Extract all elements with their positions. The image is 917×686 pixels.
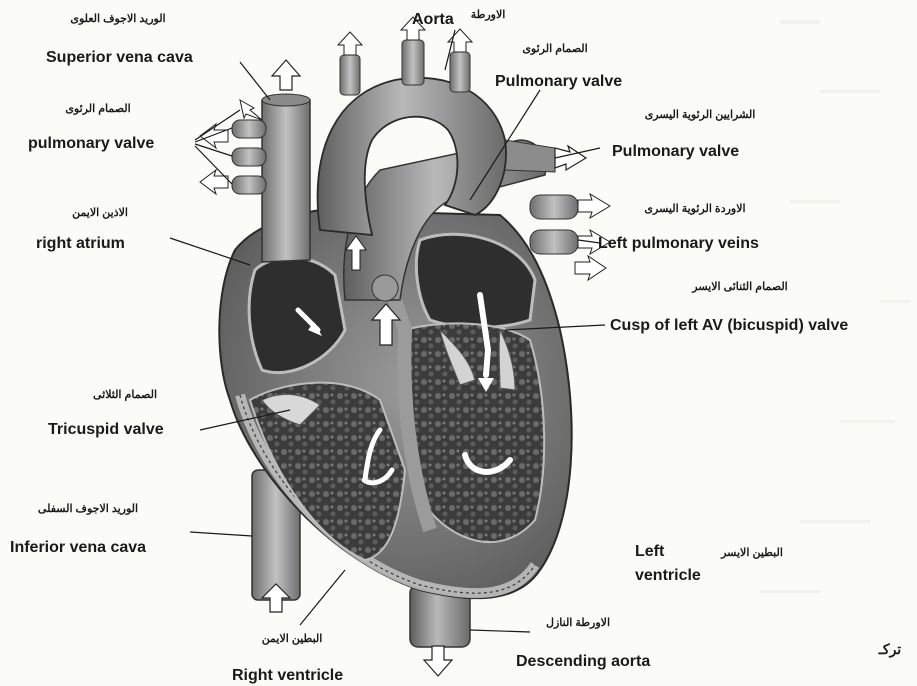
lpv-label: Left pulmonary veins bbox=[598, 235, 759, 252]
tricuspid-ar: الصمام الثلاثى bbox=[93, 389, 157, 401]
lpv-ar: الاوردة الرئوية اليسرى bbox=[644, 203, 745, 215]
ivc-ar: الوريد الاجوف السفلى bbox=[38, 503, 138, 515]
pv-left-label: pulmonary valve bbox=[28, 135, 154, 152]
pv-top-label: Pulmonary valve bbox=[495, 73, 622, 90]
superior-vena-cava bbox=[262, 60, 310, 262]
paper-texture bbox=[760, 20, 910, 593]
aorta-label: Aorta bbox=[412, 11, 454, 28]
desc-aorta-label: Descending aorta bbox=[516, 653, 650, 670]
pv-left-ar: الصمام الرئوى bbox=[65, 103, 130, 115]
bicuspid-label: Cusp of left AV (bicuspid) valve bbox=[610, 317, 848, 334]
rv-label: Right ventricle bbox=[232, 667, 343, 684]
descending-aorta bbox=[410, 585, 470, 676]
pv-top-ar: الصمام الرئوى bbox=[522, 43, 587, 55]
pv-right-ar: الشرايين الرئوية اليسرى bbox=[645, 109, 756, 121]
pv-right-label: Pulmonary valve bbox=[612, 143, 739, 160]
lv-label-1: Left bbox=[635, 543, 665, 560]
rv-ar: البطين الايمن bbox=[262, 633, 323, 645]
edge-fragment: تركـ bbox=[878, 641, 901, 658]
svc-label: Superior vena cava bbox=[46, 49, 193, 66]
tricuspid-label: Tricuspid valve bbox=[48, 421, 164, 438]
ra-ar: الاذين الايمن bbox=[72, 207, 128, 219]
svc-ar: الوريد الاجوف العلوى bbox=[70, 13, 165, 25]
bicuspid-ar: الصمام الثنائى الايسر bbox=[691, 281, 787, 293]
ra-label: right atrium bbox=[36, 235, 125, 252]
ivc-label: Inferior vena cava bbox=[10, 539, 146, 556]
aorta-ar: الاورطة bbox=[471, 9, 506, 21]
lv-label-2: ventricle bbox=[635, 567, 701, 584]
lv-ar: البطين الايسر bbox=[720, 547, 783, 559]
desc-aorta-ar: الاورطة النازل bbox=[546, 617, 610, 629]
